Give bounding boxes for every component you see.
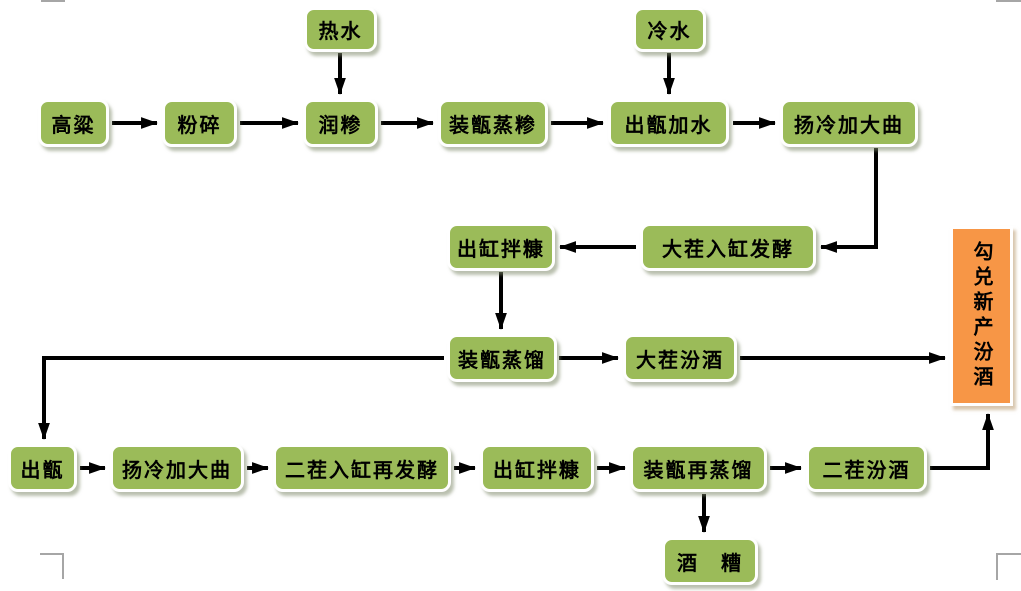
node-dacha-fenjiu: 大茬汾酒	[623, 334, 737, 382]
canvas-corner-top-right	[996, 0, 1021, 2]
node-out-zeng: 出甑	[8, 444, 77, 492]
node-zeng-redistill: 装甑再蒸馏	[630, 444, 767, 492]
node-sorghum: 高粱	[38, 99, 109, 147]
node-crushing: 粉碎	[162, 99, 237, 147]
node-out-vat-mix-chaff-2: 出缸拌糠	[480, 444, 594, 492]
node-out-zeng-add-water: 出甑加水	[608, 99, 729, 147]
node-hot-water: 热水	[304, 7, 377, 52]
node-steam-grain-in-zeng: 装甑蒸糁	[438, 99, 548, 147]
edge-distill-outzeng	[38, 356, 444, 440]
node-dacha-vat-ferment: 大茬入缸发酵	[640, 223, 816, 271]
node-cool-add-daqu-2: 扬冷加大曲	[110, 444, 244, 492]
node-ercha-fenjiu: 二茬汾酒	[806, 444, 927, 492]
node-cold-water: 冷水	[633, 7, 706, 52]
canvas-corner-bottom-left	[40, 553, 64, 579]
edge-cooldaqu1-dachaferment	[820, 148, 878, 253]
node-zeng-distill: 装甑蒸馏	[447, 334, 557, 382]
edge-erchafenjiu-blend	[930, 413, 994, 470]
node-moisten-grain: 润糁	[303, 99, 378, 147]
node-out-vat-mix-chaff-1: 出缸拌糠	[447, 223, 555, 271]
canvas-corner-bottom-right	[996, 553, 1021, 580]
node-cool-add-daqu-1: 扬冷加大曲	[780, 99, 918, 147]
node-distillers-grains: 酒 糟	[662, 537, 758, 585]
node-ercha-vat-referment: 二茬入缸再发酵	[273, 444, 451, 492]
canvas-corner-top-left	[41, 0, 65, 2]
node-blend-new-fenjiu: 勾兑新产汾酒	[950, 226, 1013, 406]
